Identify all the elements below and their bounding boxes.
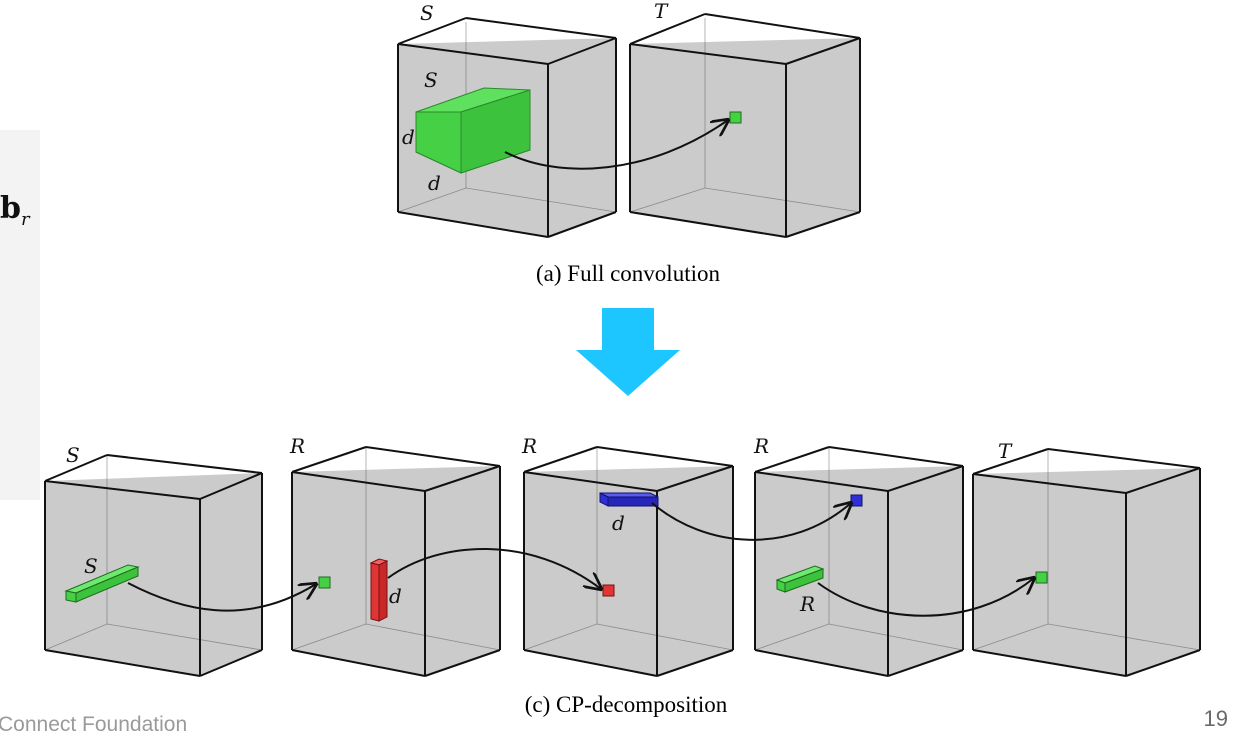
cp-arrow-3 <box>651 503 851 541</box>
box-label-t: T <box>654 0 669 23</box>
side-panel <box>0 130 40 500</box>
footer-org: Connect Foundation <box>0 713 187 731</box>
cp-kernel-label-s: S <box>84 554 98 578</box>
kernel-blue-bar <box>599 492 659 507</box>
kernel-green-large <box>415 87 531 174</box>
cp-arrow-1 <box>127 583 316 612</box>
transform-arrow <box>576 308 680 396</box>
kernel-green-bar-r <box>775 565 825 593</box>
cp-arrow-4 <box>817 578 1034 617</box>
cp-kernel-label-r: R <box>799 592 815 616</box>
cp-kernel-label-d1: d <box>389 584 402 608</box>
voxel-red-box3 <box>602 584 615 597</box>
cp-label-r2: R <box>521 434 537 458</box>
cp-kernel-label-d2: d <box>612 511 625 535</box>
cp-label-r3: R <box>753 434 769 458</box>
voxel-green-box2 <box>318 576 331 589</box>
cp-label-s: S <box>66 443 80 467</box>
kernel-label-top: S <box>424 68 438 92</box>
cp-box-r2 <box>523 446 734 677</box>
box-t <box>629 13 861 238</box>
cp-box-r3 <box>754 446 964 677</box>
caption-full-convolution: (a) Full convolution <box>536 261 720 286</box>
cp-label-r1: R <box>289 434 305 458</box>
output-voxel-green <box>729 111 742 124</box>
mapping-arrow <box>504 120 728 170</box>
side-label: br <box>0 191 31 230</box>
page-number: 19 <box>1204 706 1228 731</box>
kernel-label-left: d <box>402 125 415 149</box>
box-label-s: S <box>420 1 434 25</box>
voxel-green-box5 <box>1035 571 1048 584</box>
cp-arrow-2 <box>387 548 601 589</box>
caption-cp-decomposition: (c) CP-decomposition <box>525 692 728 717</box>
cp-box-r1 <box>291 446 501 677</box>
kernel-red-bar <box>369 558 389 622</box>
cp-decomposition: S R <box>44 434 1201 717</box>
voxel-blue-box4 <box>850 494 863 507</box>
kernel-green-bar-s <box>64 564 140 603</box>
cp-box-t <box>972 448 1201 677</box>
cp-box-s <box>44 454 263 677</box>
kernel-label-bottom: d <box>428 171 441 195</box>
full-convolution: S S d d T (a) Full conv <box>397 0 861 286</box>
cp-label-t: T <box>998 439 1013 463</box>
